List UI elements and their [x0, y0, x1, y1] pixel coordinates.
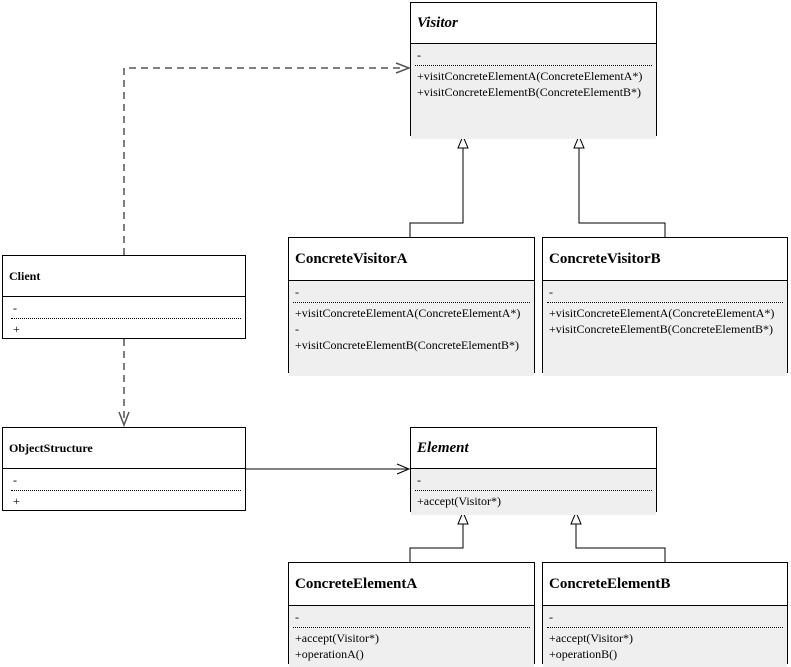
- class-concrete-element-a-operation: +accept(Visitor*): [295, 631, 380, 645]
- client-visitor-arrowhead: [395, 62, 412, 74]
- class-concrete-visitor-a[interactable]: ConcreteVisitorA - +visitConcreteElement…: [288, 237, 551, 376]
- class-concrete-visitor-a-name: ConcreteVisitorA: [289, 238, 534, 281]
- class-object-structure-operation: +: [13, 494, 20, 508]
- class-concrete-visitor-b[interactable]: ConcreteVisitorB - +visitConcreteElement…: [542, 237, 788, 376]
- class-client-name: Client: [3, 256, 245, 297]
- objectstructure-element-arrowhead: [396, 463, 411, 475]
- compartment-divider: [293, 627, 530, 628]
- cea-generalization-triangle: [457, 510, 469, 525]
- client-visitor-dependency: [123, 67, 405, 255]
- class-concrete-element-b[interactable]: ConcreteElementB - +accept(Visitor*) +op…: [542, 562, 788, 667]
- class-object-structure[interactable]: ObjectStructure - +: [2, 427, 246, 511]
- class-concrete-visitor-b-attribute: -: [549, 285, 553, 299]
- cva-visitor-generalization: [409, 148, 464, 237]
- class-visitor-attribute: -: [417, 48, 421, 62]
- class-concrete-element-a-operation: +operationA(): [295, 647, 364, 661]
- class-visitor[interactable]: Visitor - +visitConcreteElementA(Concret…: [410, 2, 657, 139]
- client-objectstructure-arrowhead: [118, 411, 130, 428]
- class-element-name: Element: [411, 428, 656, 469]
- class-concrete-element-a[interactable]: ConcreteElementA - +accept(Visitor*) +op…: [288, 562, 535, 667]
- compartment-divider: [547, 627, 783, 628]
- class-concrete-element-b-operation: +accept(Visitor*): [549, 631, 634, 645]
- class-visitor-operation: +visitConcreteElementB(ConcreteElementB*…: [417, 85, 642, 99]
- class-element[interactable]: Element - +accept(Visitor*): [410, 427, 657, 515]
- compartment-divider: [547, 302, 783, 303]
- compartment-divider: [415, 65, 652, 66]
- class-object-structure-name: ObjectStructure: [3, 428, 245, 469]
- class-concrete-visitor-b-name: ConcreteVisitorB: [543, 238, 787, 281]
- class-element-operation: +accept(Visitor*): [417, 494, 502, 508]
- class-visitor-name: Visitor: [411, 3, 656, 44]
- ceb-element-generalization: [575, 524, 666, 562]
- class-concrete-visitor-a-operation: +visitConcreteElementA(ConcreteElementA*…: [295, 306, 551, 336]
- class-concrete-visitor-b-operation: +visitConcreteElementB(ConcreteElementB*…: [549, 322, 774, 336]
- class-concrete-visitor-a-attribute: -: [295, 285, 299, 299]
- cva-generalization-triangle: [457, 134, 469, 149]
- cea-element-generalization: [409, 524, 464, 562]
- class-concrete-element-b-operation: +operationB(): [549, 647, 618, 661]
- class-concrete-element-a-name: ConcreteElementA: [289, 563, 534, 606]
- class-client[interactable]: Client - +: [2, 255, 246, 339]
- class-visitor-operation: +visitConcreteElementA(ConcreteElementA*…: [417, 69, 643, 83]
- cvb-generalization-triangle: [573, 134, 585, 149]
- class-concrete-visitor-a-operation: +visitConcreteElementB(ConcreteElementB*…: [295, 338, 520, 352]
- cvb-visitor-generalization: [578, 148, 666, 237]
- class-concrete-element-b-name: ConcreteElementB: [543, 563, 787, 606]
- class-object-structure-attribute: -: [13, 473, 17, 487]
- class-concrete-element-b-attribute: -: [549, 610, 553, 624]
- compartment-divider: [293, 302, 530, 303]
- class-client-operation: +: [13, 322, 20, 336]
- ceb-generalization-triangle: [570, 510, 582, 525]
- compartment-divider: [11, 490, 241, 491]
- class-concrete-element-a-attribute: -: [295, 610, 299, 624]
- compartment-divider: [415, 490, 652, 491]
- class-client-attribute: -: [13, 301, 17, 315]
- compartment-divider: [11, 318, 241, 319]
- class-element-attribute: -: [417, 473, 421, 487]
- class-concrete-visitor-b-operation: +visitConcreteElementA(ConcreteElementA*…: [549, 306, 775, 320]
